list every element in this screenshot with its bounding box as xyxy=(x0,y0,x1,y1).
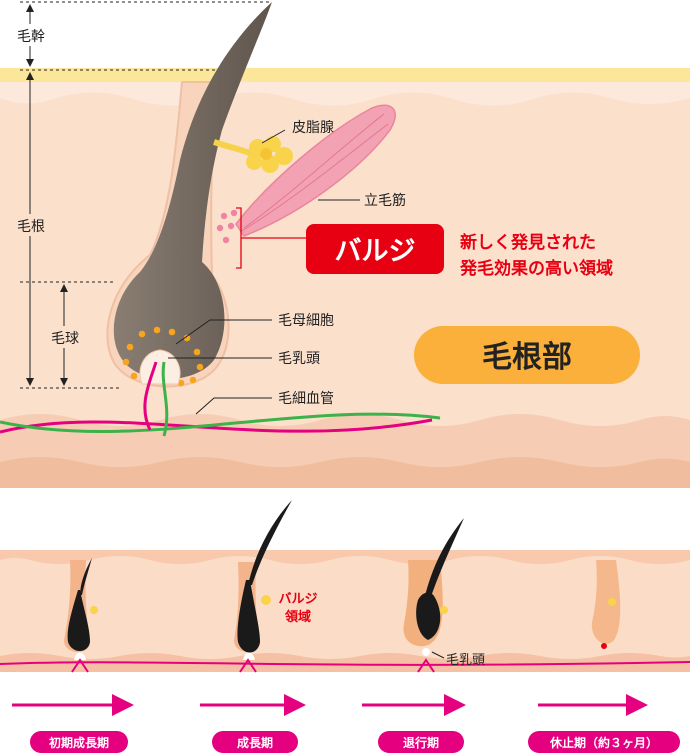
stage-pill-2 xyxy=(212,731,298,753)
muscle-fibers xyxy=(239,113,389,233)
root-region-badge xyxy=(414,326,640,384)
hair-cycle-skin xyxy=(0,550,690,672)
sebaceous-gland xyxy=(213,136,293,173)
stage-label-early-anagen: 初期成長期 xyxy=(49,735,109,750)
stage-label-anagen: 成長期 xyxy=(237,735,273,750)
label-hair-bulb: 毛球 xyxy=(51,331,79,347)
cycle-follicle-telogen xyxy=(591,560,621,649)
cycle-wave-top xyxy=(0,550,690,564)
measurement-guides xyxy=(20,1,272,389)
label-hair-root: 毛根 xyxy=(17,219,45,235)
label-bg-root xyxy=(8,214,54,236)
bulge-description-line1: 新しく発見された xyxy=(460,232,596,253)
cycle-stage-pills: 初期成長期 成長期 退行期 休止期（約３ヶ月） xyxy=(30,731,680,753)
cycle-follicle-anagen xyxy=(234,500,292,673)
label-bg-bulb xyxy=(42,326,88,348)
callout-lines xyxy=(168,129,360,415)
stage-pill-3 xyxy=(378,731,464,753)
cycle-wave-bottom xyxy=(0,653,690,672)
cycle-follicle-catagen xyxy=(403,518,464,673)
skin-wave-top xyxy=(0,82,690,106)
cycle-bulge-label-line1: バルジ xyxy=(278,592,317,607)
label-matrix-cells: 毛母細胞 xyxy=(278,313,334,329)
measurement-arrowheads xyxy=(26,4,68,386)
cycle-follicle-early-anagen xyxy=(64,558,98,673)
vessel-into-papilla-red xyxy=(143,361,158,431)
label-dermal-papilla: 毛乳頭 xyxy=(278,351,320,367)
label-capillary: 毛細血管 xyxy=(278,391,334,407)
label-sebaceous-gland: 皮脂腺 xyxy=(292,120,334,136)
capillary-green xyxy=(0,412,441,434)
bulge-description-line2: 発毛効果の高い領域 xyxy=(459,258,613,279)
cycle-dermis xyxy=(0,550,690,672)
epidermis-layer xyxy=(0,68,690,82)
label-bg-shaft xyxy=(8,24,54,46)
stage-pill-4 xyxy=(528,731,680,753)
label-arrector-pili: 立毛筋 xyxy=(364,192,406,209)
cycle-bulge-label-line2: 領域 xyxy=(285,609,311,625)
vessel-into-papilla-green xyxy=(161,361,169,437)
stage-label-telogen: 休止期（約３ヶ月） xyxy=(549,735,658,750)
bulge-badge-text: バルジ xyxy=(335,236,416,267)
bulge-badge xyxy=(306,224,444,274)
cycle-vessel xyxy=(0,661,690,666)
bulge-dots xyxy=(216,209,238,244)
label-hair-shaft: 毛幹 xyxy=(17,28,45,45)
cycle-papilla-label: 毛乳頭 xyxy=(446,653,485,668)
stage-label-catagen: 退行期 xyxy=(403,735,439,750)
stage-pill-1 xyxy=(30,731,128,753)
hair-shaft xyxy=(113,2,272,380)
cycle-arrows xyxy=(12,694,648,716)
root-region-text: 毛根部 xyxy=(482,340,572,375)
skin-bottom-edge xyxy=(0,457,690,488)
cycle-papilla-callout xyxy=(431,651,445,659)
